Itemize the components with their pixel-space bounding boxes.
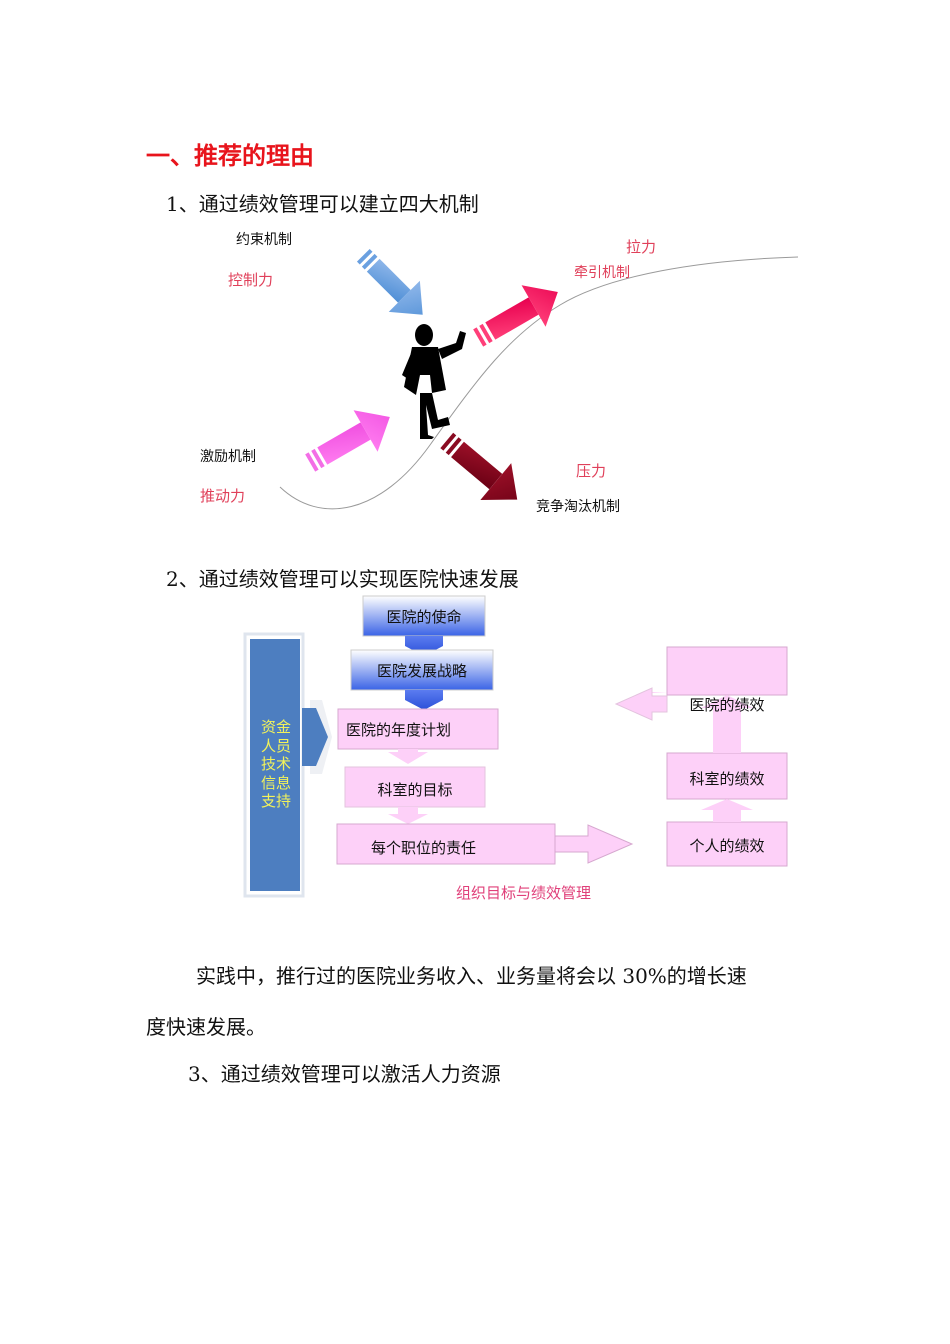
personal-to-dept-arrow <box>701 799 753 822</box>
dept-goal-label: 科室的目标 <box>377 781 453 799</box>
dept-goal-box <box>344 766 486 808</box>
personal-perf-label: 个人的绩效 <box>689 837 765 855</box>
hospital-perf-box <box>666 646 788 696</box>
personal-perf-box <box>666 821 788 867</box>
item-3-heading: 3、通过绩效管理可以激活人力资源 <box>188 1062 501 1086</box>
four-mechanisms-diagram <box>279 248 799 510</box>
item-2-heading: 2、通过绩效管理可以实现医院快速发展 <box>166 567 519 591</box>
support-technology: 技术 <box>260 755 291 773</box>
push-force-label: 推动力 <box>200 487 246 505</box>
climbing-man-figure <box>402 324 466 439</box>
pressure-label: 压力 <box>576 462 607 480</box>
support-label: 支持 <box>260 792 291 810</box>
section-title: 一、推荐的理由 <box>146 142 314 170</box>
traction-arrow <box>473 285 558 347</box>
incentive-arrow <box>305 410 390 472</box>
restraint-arrow <box>356 248 423 315</box>
support-funds: 资金 <box>260 718 291 736</box>
position-duty-label: 每个职位的责任 <box>371 839 477 857</box>
restraint-mechanism-label: 约束机制 <box>236 232 292 248</box>
elimination-arrow <box>440 432 518 500</box>
incentive-mechanism-label: 激励机制 <box>200 449 256 465</box>
dept-perf-box <box>666 752 788 800</box>
support-information: 信息 <box>260 773 291 792</box>
control-force-label: 控制力 <box>228 271 274 289</box>
practice-paragraph-line-2: 度快速发展。 <box>146 1015 266 1039</box>
dept-to-hospital-arrow <box>701 695 753 753</box>
mission-label: 医院的使命 <box>386 608 462 626</box>
duty-to-personal-arrow <box>554 824 634 864</box>
mission-box <box>362 595 486 637</box>
org-goals-flow-diagram <box>243 595 788 898</box>
pull-force-label: 拉力 <box>626 238 657 256</box>
elimination-mechanism-label: 竞争淘汰机制 <box>536 499 620 515</box>
item-1-heading: 1、通过绩效管理可以建立四大机制 <box>166 192 479 216</box>
strategy-label: 医院发展战略 <box>376 662 467 680</box>
practice-paragraph-line-1: 实践中，推行过的医院业务收入、业务量将会以 30%的增长速 <box>196 964 747 988</box>
dept-perf-label: 科室的绩效 <box>689 770 765 788</box>
annual-plan-label: 医院的年度计划 <box>346 721 452 739</box>
hospital-perf-label: 医院的绩效 <box>689 696 765 714</box>
growth-curve <box>279 256 799 510</box>
support-text: 资金 人员 技术 信息 支持 <box>260 718 292 811</box>
traction-mechanism-label: 牵引机制 <box>574 265 630 281</box>
diagram-caption: 组织目标与绩效管理 <box>456 884 592 902</box>
strategy-box <box>350 649 494 691</box>
annual-plan-box <box>337 708 499 750</box>
support-staff: 人员 <box>260 736 291 755</box>
